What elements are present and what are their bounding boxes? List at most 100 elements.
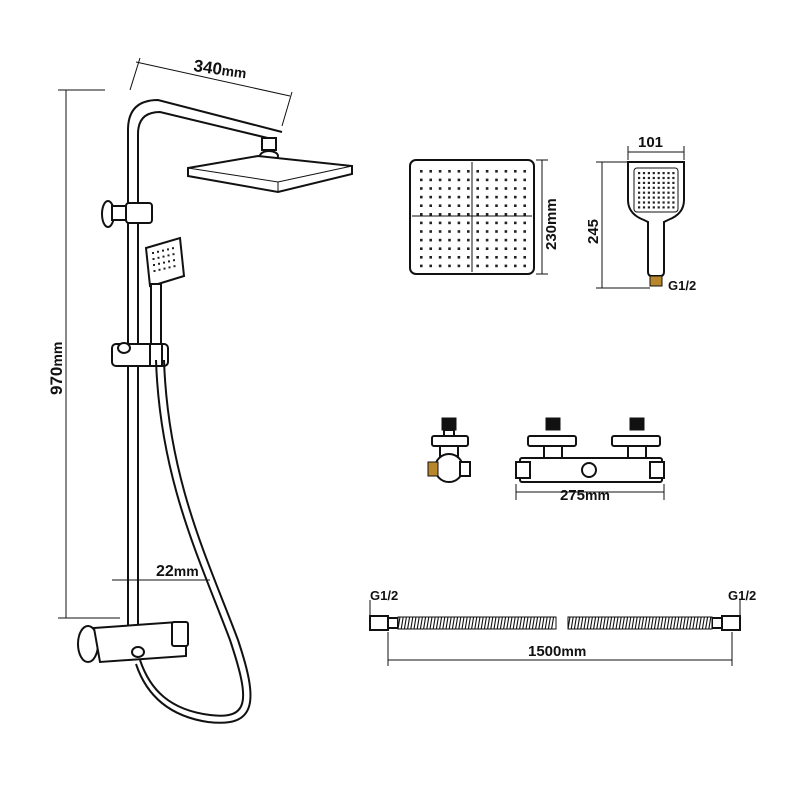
head-nozzle (495, 213, 498, 216)
head-nozzle (467, 213, 470, 216)
handset-nozzle (638, 201, 641, 204)
head-nozzle (457, 178, 461, 182)
head-nozzle (485, 256, 489, 259)
head-nozzle (495, 264, 498, 268)
head-nozzle (495, 170, 498, 173)
head-nozzle (420, 213, 423, 216)
handset-side-nozzle (168, 260, 170, 263)
valve-front-inlet-right-cap (629, 417, 645, 431)
head-nozzle (514, 187, 517, 190)
hose-coil-ridge (685, 616, 689, 630)
handset-nozzle (647, 201, 650, 204)
handset-thread-connector (649, 275, 663, 287)
handset-nozzle (662, 172, 665, 175)
hose-thread-left-label: G1/2 (370, 588, 398, 603)
shower-head-face-view: 230mm (409, 159, 560, 275)
hose-coil-left (397, 616, 557, 630)
hose-coil-ridge (528, 616, 532, 630)
head-nozzle (504, 204, 508, 207)
head-nozzle (523, 247, 526, 250)
handset-side-nozzle (163, 267, 166, 270)
head-nozzle (504, 238, 508, 242)
head-nozzle (420, 247, 423, 250)
head-nozzle (485, 221, 489, 225)
head-nozzle (467, 195, 470, 199)
arm-dim-line (135, 61, 291, 97)
hose-coil-ridge (605, 616, 609, 630)
hose-coil-ridge (525, 616, 529, 630)
hose-coil-ridge (673, 616, 677, 630)
head-nozzle (448, 247, 451, 250)
hose-coil-ridge (666, 616, 670, 630)
head-nozzle (467, 264, 470, 268)
hose-coil-ridge (397, 616, 401, 630)
hose-coil-ridge (618, 616, 622, 630)
handset-nozzle (657, 196, 660, 199)
hose-coil-ridge (419, 616, 423, 630)
hose-thread-right-label: G1/2 (728, 588, 756, 603)
hose-coil-ridge (499, 616, 503, 630)
head-nozzle (420, 178, 423, 182)
handset-nozzle (652, 201, 655, 204)
hose-view: G1/2 G1/2 1500mm (369, 588, 756, 666)
handset-nozzle (672, 181, 675, 184)
handset-nozzle (657, 201, 660, 204)
head-nozzle (523, 170, 526, 173)
hose-coil-ridge (429, 616, 433, 630)
handset-side-nozzle (173, 265, 176, 268)
head-nozzle (448, 264, 451, 268)
head-nozzle (504, 213, 508, 216)
head-nozzle (457, 238, 461, 242)
head-nozzle (448, 221, 451, 225)
handset-nozzle (672, 186, 675, 189)
head-nozzle (504, 170, 508, 173)
hose-coil-ridge (567, 616, 571, 630)
head-nozzle (467, 247, 470, 250)
head-nozzle (457, 204, 461, 207)
head-nozzle (476, 178, 479, 182)
head-nozzle (514, 221, 517, 225)
shower-column-assembly (77, 98, 353, 724)
head-nozzle (457, 221, 461, 225)
head-nozzle (523, 264, 526, 268)
head-nozzle (485, 264, 489, 268)
handset-nozzle (638, 181, 641, 184)
head-nozzle (457, 213, 461, 216)
hose-coil-ridge (407, 616, 411, 630)
head-nozzle (523, 187, 526, 190)
head-nozzle (495, 221, 498, 225)
hose-coil-ridge (698, 616, 702, 630)
valve-front-handle-right (649, 461, 665, 479)
handset-front-view: 101 245 G1/2 (585, 134, 696, 293)
head-nozzle (420, 221, 423, 225)
head-nozzle (495, 247, 498, 250)
valve-side-body (434, 453, 464, 483)
head-nozzle (438, 170, 442, 173)
valve-side-outlet-right (459, 461, 471, 477)
head-nozzle (429, 221, 432, 225)
head-nozzle (523, 204, 526, 207)
head-nozzle (523, 256, 526, 259)
hose-coil-ridge (708, 616, 712, 630)
head-nozzle (476, 238, 479, 242)
hose-coil-ridge (480, 616, 484, 630)
hose-coil-ridge (586, 616, 590, 630)
head-nozzle (514, 230, 517, 233)
head-nozzle (485, 187, 489, 190)
handset-nozzle (667, 172, 670, 175)
hose-coil-ridge (416, 616, 420, 630)
head-nozzle (448, 213, 451, 216)
head-nozzle (429, 213, 432, 216)
hose-coil-ridge (669, 616, 673, 630)
head-nozzle (504, 264, 508, 268)
handset-nozzle (647, 206, 650, 209)
hose-coil-ridge (663, 616, 667, 630)
handset-nozzle (672, 196, 675, 199)
head-nozzle (420, 230, 423, 233)
handset-nozzle (642, 186, 646, 189)
hose-coil-ridge (593, 616, 597, 630)
handset-nozzle (642, 201, 646, 204)
head-nozzle (467, 204, 470, 207)
hose-coil-ridge (445, 616, 449, 630)
